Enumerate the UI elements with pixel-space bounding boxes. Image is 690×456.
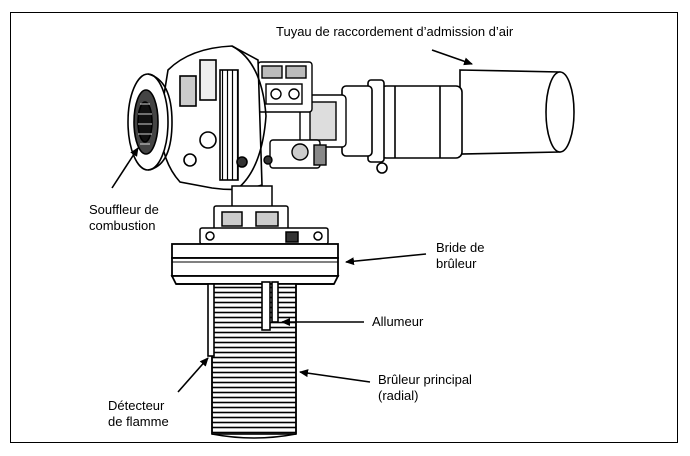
label-detector-line2: de flamme bbox=[108, 414, 169, 429]
label-igniter: Allumeur bbox=[372, 314, 423, 330]
label-blower: Souffleur de combustion bbox=[89, 202, 159, 234]
label-air-intake: Tuyau de raccordement d’admission d’air bbox=[276, 24, 513, 40]
main-radial-burner bbox=[211, 283, 297, 439]
label-igniter-text: Allumeur bbox=[372, 314, 424, 329]
arrow-blower bbox=[111, 147, 139, 189]
label-flange-line1: Bride de bbox=[436, 240, 485, 255]
flame-detector-rod bbox=[207, 283, 215, 357]
arrow-detector bbox=[177, 357, 209, 393]
arrow-flange bbox=[345, 253, 427, 266]
label-detector-line1: Détecteur bbox=[108, 398, 165, 413]
arrow-air-intake bbox=[431, 49, 473, 66]
label-main-burner-line1: Brûleur principal bbox=[378, 372, 472, 387]
label-air-intake-text: Tuyau de raccordement d’admission d’air bbox=[276, 24, 514, 39]
label-main-burner: Brûleur principal (radial) bbox=[378, 372, 472, 404]
label-detector: Détecteur de flamme bbox=[108, 398, 169, 430]
arrow-main-burner bbox=[299, 369, 371, 383]
label-blower-line1: Souffleur de bbox=[89, 202, 159, 217]
label-main-burner-line2: (radial) bbox=[378, 388, 419, 403]
leader-arrows bbox=[111, 49, 473, 393]
burner-flange bbox=[170, 243, 340, 285]
combustion-blower bbox=[127, 45, 267, 191]
mounting-neck bbox=[199, 185, 329, 245]
air-intake-pipe bbox=[341, 69, 575, 174]
igniter-rod bbox=[261, 281, 279, 331]
label-flange: Bride de brûleur bbox=[436, 240, 484, 272]
label-flange-line2: brûleur bbox=[436, 256, 477, 271]
gas-valve-assembly bbox=[257, 61, 347, 169]
label-blower-line2: combustion bbox=[89, 218, 156, 233]
